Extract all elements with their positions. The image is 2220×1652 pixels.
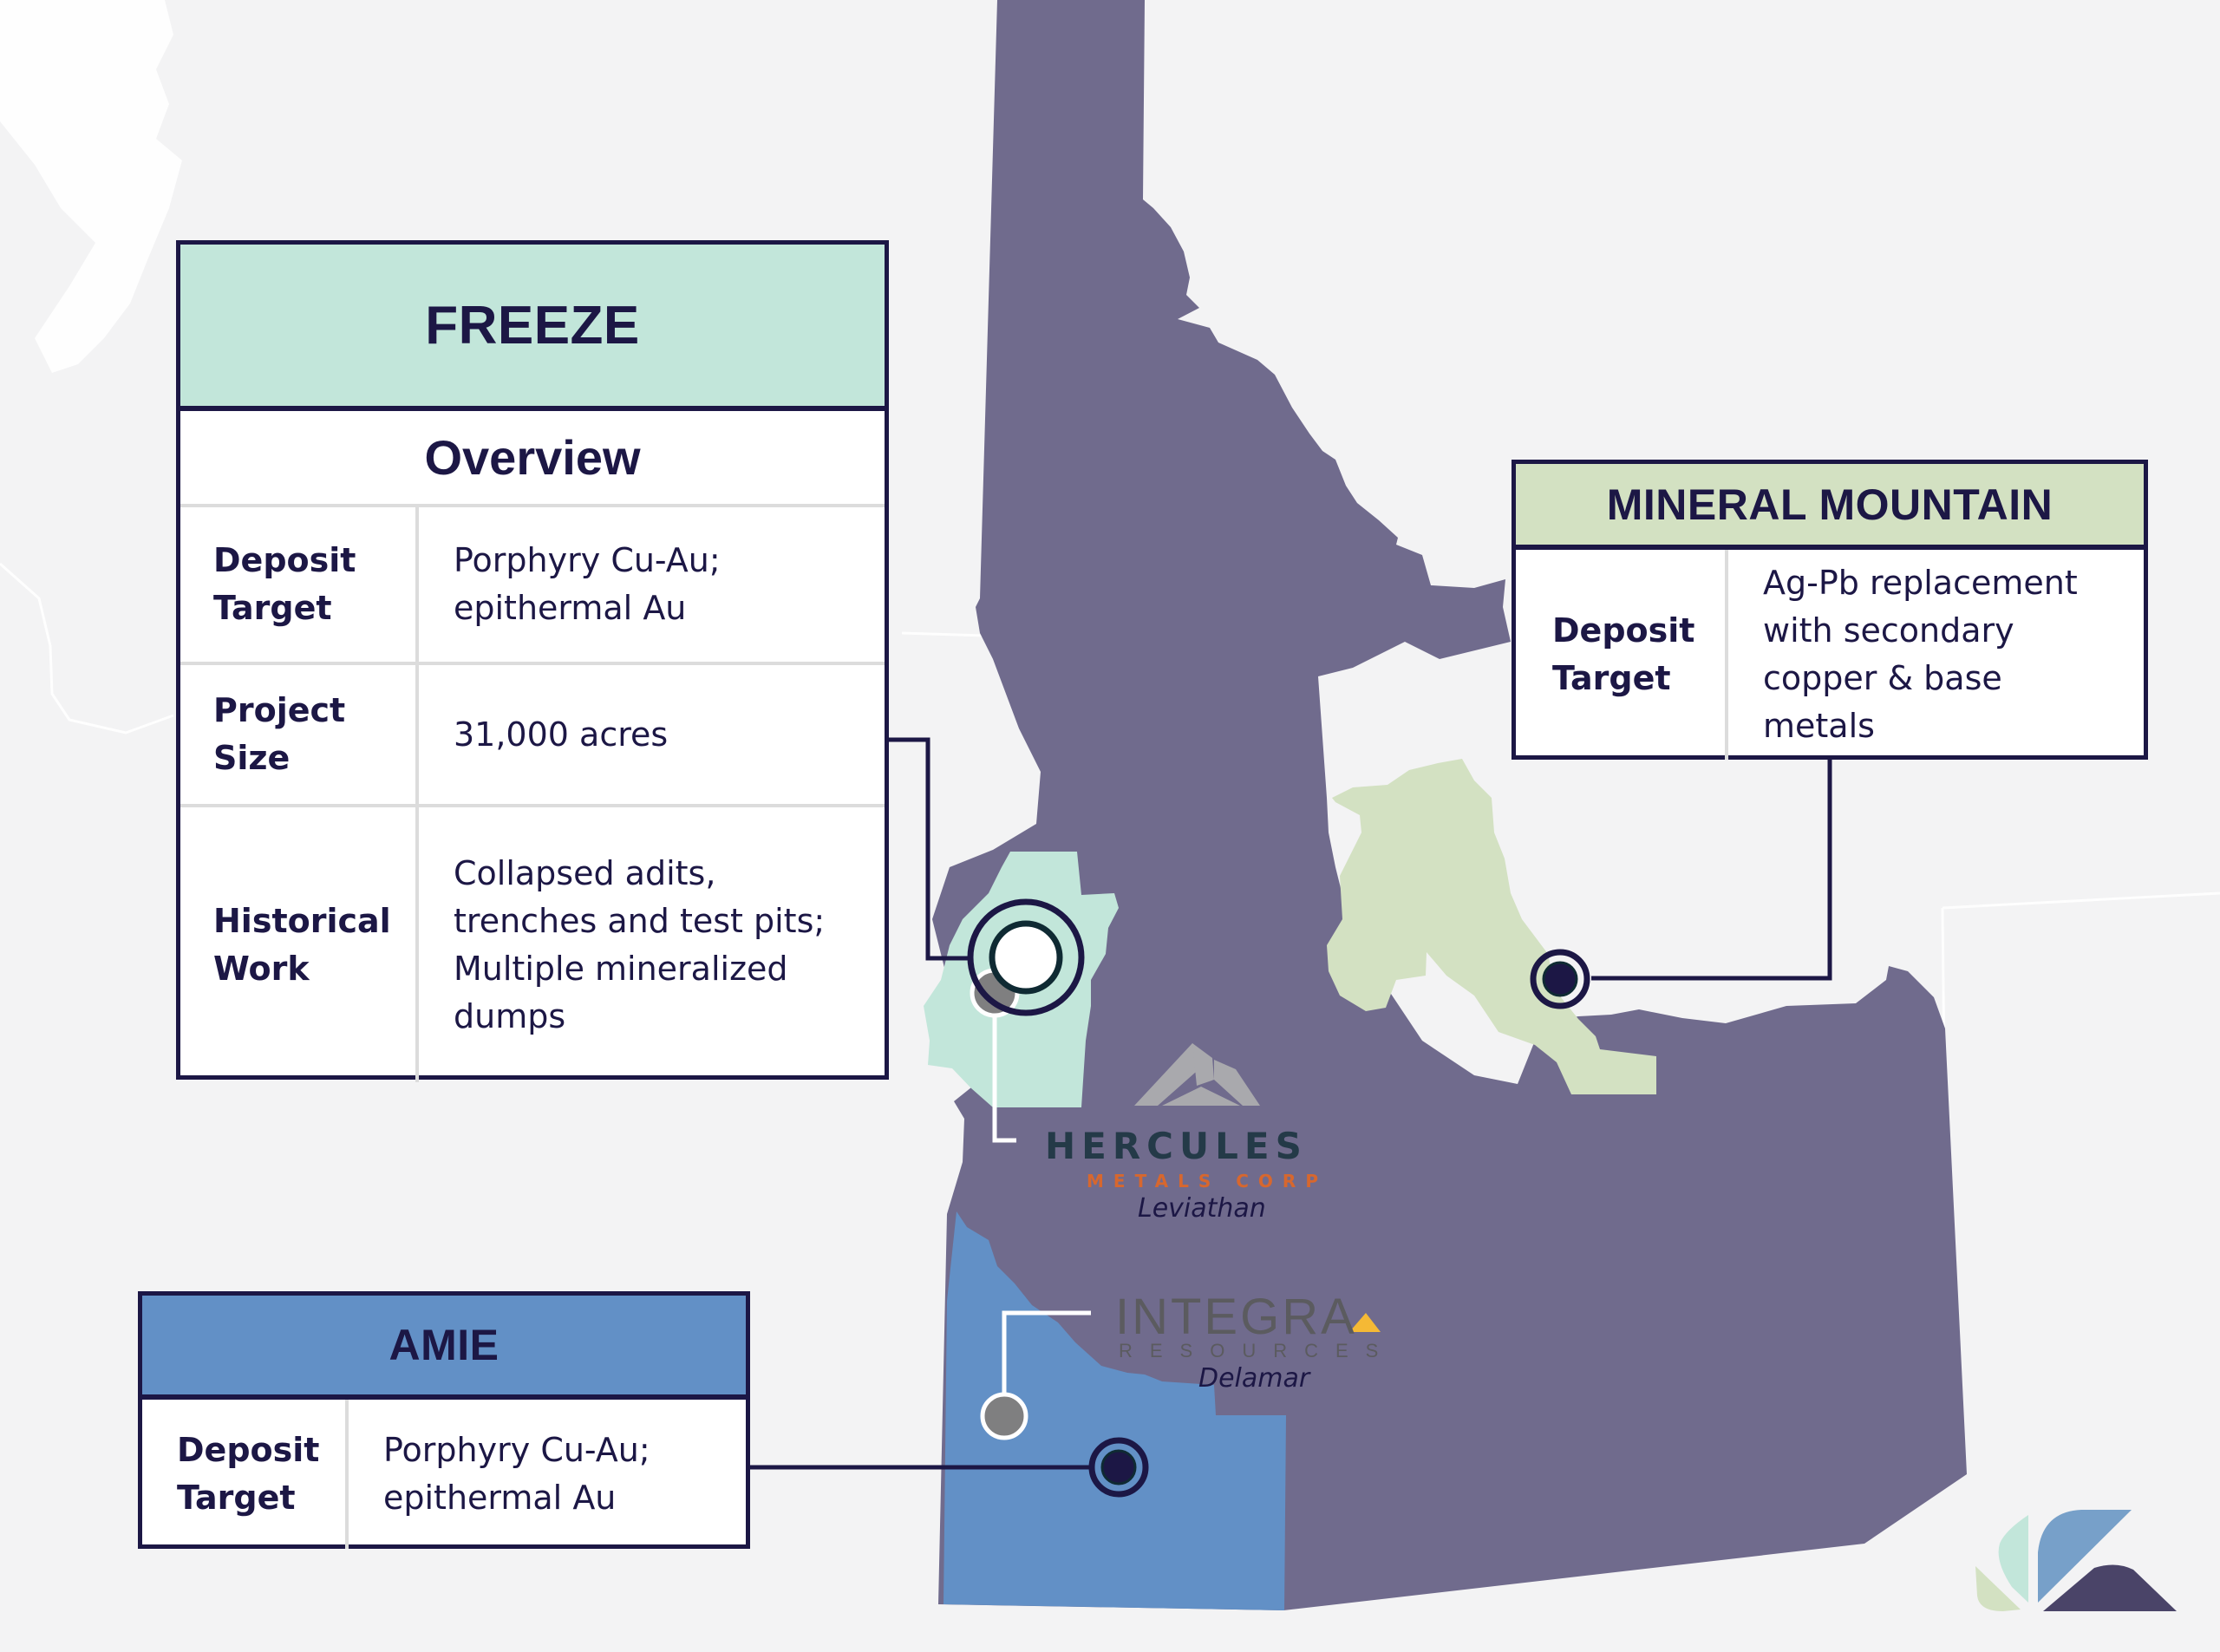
delamar-grey-dot-icon[interactable]: [980, 1392, 1028, 1440]
row-label: Deposit Target: [142, 1400, 349, 1549]
delamar-connector-line: [1002, 1310, 1091, 1412]
leviathan-connector-line: [992, 993, 1016, 1143]
row-value: Ag-Pb replacement with secondary copper …: [1763, 564, 2078, 745]
integra-company-name: INTEGRA: [1115, 1289, 1357, 1345]
mineral-mountain-connector-line: [1591, 760, 1832, 981]
mineral-mountain-deposit-target-row: Deposit Target Ag-Pb replacement with se…: [1516, 550, 2144, 760]
delamar-project-label: Delamar: [1198, 1363, 1310, 1394]
integra-company-subtitle: RESOURCES: [1119, 1340, 1396, 1361]
integra-triangle-icon: [1349, 1313, 1381, 1332]
amie-target-marker-icon[interactable]: [1088, 1437, 1149, 1498]
row-label: Historical Work: [180, 807, 419, 1082]
row-label: Project Size: [180, 665, 419, 804]
row-value: 31,000 acres: [454, 715, 669, 754]
k-leaf-logo-icon: [1975, 1510, 2177, 1611]
hercules-mountain-logo-icon: [1134, 1043, 1260, 1106]
mineral-mountain-region: [1327, 759, 1656, 1094]
freeze-connector-line: [889, 737, 970, 961]
mineral-mountain-card-title: MINERAL MOUNTAIN: [1516, 464, 2144, 550]
row-value: Porphyry Cu-Au; epithermal Au: [383, 1431, 650, 1517]
amie-info-card: AMIE Deposit Target Porphyry Cu-Au; epit…: [138, 1291, 750, 1549]
hercules-company-name: HERCULES: [1045, 1125, 1308, 1167]
freeze-overview-heading: Overview: [180, 411, 885, 507]
row-label: Deposit Target: [180, 507, 419, 662]
freeze-project-size-row: Project Size 31,000 acres: [180, 665, 885, 807]
mineral-mountain-info-card: MINERAL MOUNTAIN Deposit Target Ag-Pb re…: [1512, 460, 2148, 760]
amie-card-title: AMIE: [142, 1296, 746, 1400]
amie-deposit-target-row: Deposit Target Porphyry Cu-Au; epitherma…: [142, 1400, 746, 1549]
leviathan-project-label: Leviathan: [1138, 1193, 1266, 1224]
freeze-info-card: FREEZE Overview Deposit Target Porphyry …: [176, 240, 889, 1082]
freeze-card-title: FREEZE: [180, 245, 885, 411]
row-value: Collapsed adits, trenches and test pits;…: [454, 853, 826, 1035]
mineral-mountain-target-marker-icon[interactable]: [1530, 949, 1590, 1009]
row-value: Porphyry Cu-Au; epithermal Au: [454, 541, 721, 627]
freeze-historical-work-row: Historical Work Collapsed adits, trenche…: [180, 807, 885, 1082]
coastline-shape: [0, 0, 182, 373]
freeze-target-marker-icon[interactable]: [967, 898, 1085, 1016]
row-label: Deposit Target: [1516, 550, 1728, 760]
hercules-company-subtitle: METALS CORP: [1087, 1171, 1328, 1192]
freeze-deposit-target-row: Deposit Target Porphyry Cu-Au; epitherma…: [180, 507, 885, 665]
idaho-state-shape: [932, 0, 1967, 1610]
